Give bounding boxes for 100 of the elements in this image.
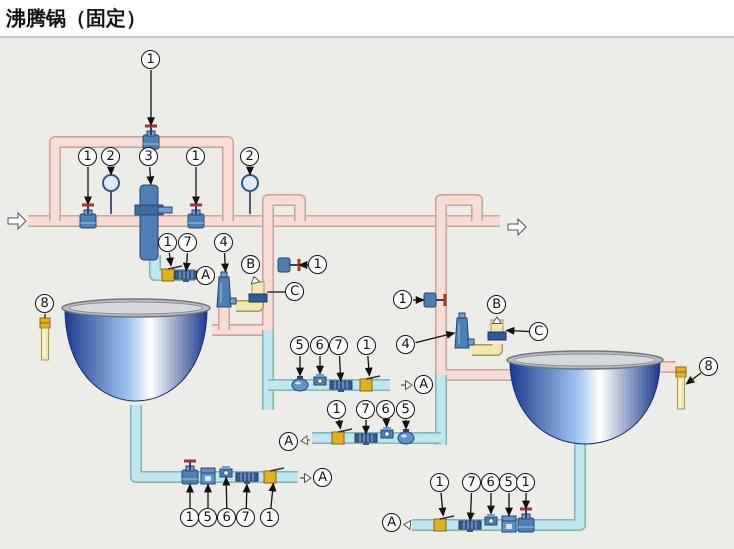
- silencer: [488, 320, 506, 340]
- callout-letter: B: [241, 255, 260, 274]
- callout-number: 1: [186, 147, 206, 166]
- callout-letter: A: [414, 375, 434, 394]
- steam-trap: [502, 516, 516, 532]
- callout-number: 4: [214, 233, 234, 252]
- pressure-gauge: [241, 174, 259, 214]
- callout-letter: A: [382, 513, 402, 532]
- leader-line: [505, 326, 530, 335]
- callout-number: 5: [499, 473, 518, 492]
- flow-arrow: [492, 316, 502, 324]
- ball-valve: [360, 375, 380, 392]
- callout-number: 1: [393, 290, 412, 310]
- callout-number: 1: [357, 336, 376, 356]
- callout-number: 6: [310, 336, 330, 356]
- leader-line: [146, 166, 154, 186]
- silencer: [248, 282, 268, 302]
- leader-line: [204, 483, 212, 508]
- leader-line: [438, 492, 446, 517]
- callout-letter: C: [285, 282, 304, 302]
- gate-valve: [142, 124, 160, 150]
- callout-number: 4: [396, 335, 416, 354]
- flow-arrow: [250, 276, 260, 284]
- flow-arrow: [401, 380, 412, 390]
- leader-line: [505, 493, 513, 517]
- callout-number: 7: [356, 400, 376, 420]
- strainer: [458, 520, 482, 532]
- callout-number: 6: [376, 400, 396, 420]
- leader-line: [267, 291, 285, 293]
- callout-number: 1: [327, 400, 346, 420]
- sight-glass: [380, 427, 394, 438]
- strainer: [354, 434, 378, 445]
- strainer: [174, 270, 198, 282]
- leader-line: [298, 261, 308, 269]
- leader-line: [686, 372, 702, 385]
- callout-number: 1: [516, 473, 536, 492]
- leader-line: [466, 492, 475, 522]
- leader-line: [336, 356, 344, 382]
- callout-number: 7: [236, 508, 256, 528]
- leader-line: [182, 252, 191, 272]
- leader-line: [522, 493, 530, 510]
- leader-line: [242, 483, 251, 508]
- leader-line: [84, 167, 92, 206]
- leader-line: [364, 356, 373, 377]
- leader-line: [221, 252, 230, 272]
- leader-line: [246, 166, 254, 176]
- leader-line: [222, 476, 230, 508]
- gate-valve: [182, 460, 198, 484]
- sight-glass: [314, 374, 326, 386]
- leader-line: [413, 296, 425, 304]
- steam-trap: [292, 376, 308, 392]
- callout-letter: A: [279, 432, 298, 452]
- sight-glass: [220, 466, 232, 478]
- callout-number: 2: [240, 147, 260, 166]
- flow-arrow: [300, 473, 312, 483]
- gate-valve: [80, 204, 96, 228]
- callout-letter: A: [313, 468, 332, 488]
- temperature-sensor: [40, 318, 50, 360]
- leader-line: [316, 356, 324, 375]
- needle-valve: [424, 292, 446, 308]
- ball-valve: [264, 467, 284, 484]
- flow-arrow: [300, 435, 310, 446]
- callout-number: 2: [101, 147, 120, 166]
- ball-valve: [332, 428, 352, 444]
- callout-number: 7: [178, 233, 198, 252]
- callout-number: 5: [198, 508, 218, 528]
- leader-line: [362, 420, 370, 435]
- temperature-sensor: [676, 366, 686, 410]
- pressure-gauge: [102, 174, 120, 214]
- callout-number: 8: [699, 357, 718, 376]
- ball-valve: [162, 265, 182, 282]
- needle-valve: [278, 258, 300, 272]
- steam-trap: [398, 429, 414, 444]
- leader-line: [166, 252, 174, 267]
- callout-number: 1: [141, 50, 160, 70]
- leader-line: [335, 420, 344, 430]
- ball-valve: [434, 515, 454, 532]
- callout-number: 6: [481, 473, 500, 492]
- leader-line: [147, 70, 155, 126]
- gate-valve: [188, 204, 204, 228]
- callout-number: 1: [180, 508, 200, 528]
- callout-letter: B: [487, 295, 506, 314]
- callout-number: 7: [462, 473, 482, 492]
- leader-line: [186, 484, 194, 508]
- strainer: [236, 472, 258, 484]
- callout-number: 1: [308, 255, 328, 274]
- leader-line: [416, 331, 456, 344]
- safety-valve: [216, 272, 236, 308]
- leader-line: [268, 482, 276, 508]
- callout-number: 8: [35, 294, 54, 314]
- leader-line: [107, 166, 115, 176]
- callout-number: 6: [217, 508, 236, 528]
- leader-line: [487, 493, 495, 515]
- leader-line: [382, 418, 390, 428]
- callout-letter: C: [529, 322, 548, 342]
- leader-line: [296, 356, 304, 377]
- callout-number: 1: [430, 473, 450, 492]
- sight-glass: [484, 514, 498, 526]
- callout-number: 5: [290, 336, 310, 356]
- gate-valve: [518, 508, 534, 532]
